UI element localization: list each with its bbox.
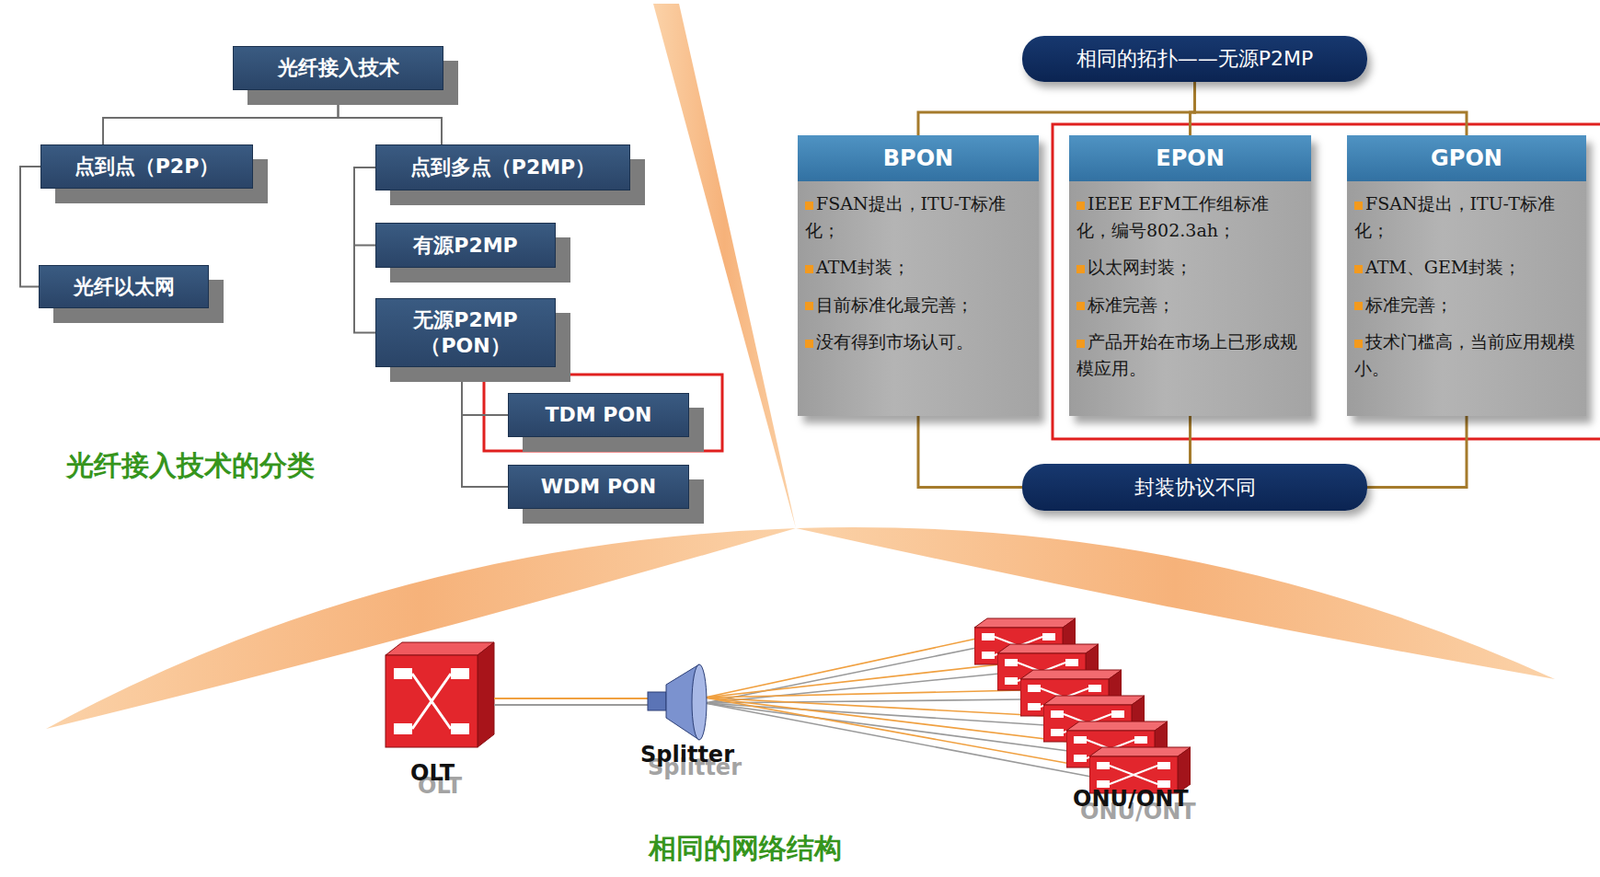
bullet-mark: [805, 301, 814, 311]
highlight-frames: [483, 124, 1600, 451]
category-box: 点到点（P2P）: [40, 144, 254, 189]
connector: [918, 81, 1196, 136]
onu-stack: [974, 618, 1191, 794]
bullet-item: 技术门槛高，当前应用规模小。: [1354, 328, 1577, 381]
bullet-text: 以太网封装；: [1087, 256, 1193, 277]
device-label: Splitter: [640, 741, 735, 768]
connector: [1195, 81, 1468, 136]
bullet-mark: [1354, 339, 1363, 348]
bullet-text: FSAN提出，ITU-T标准化；: [805, 193, 1006, 241]
connector: [338, 90, 443, 145]
category-box: 有源P2MP: [375, 222, 556, 268]
bullet-mark: [1076, 264, 1085, 274]
fiber-line: [704, 673, 1000, 703]
info-card: BPON FSAN提出，ITU-T标准化； ATM封装； 目前标准化最完善； 没有得到市…: [797, 135, 1039, 416]
bullet-mark: [1076, 201, 1085, 210]
category-box: WDM PON: [507, 464, 690, 509]
connector: [918, 415, 1023, 488]
connector: [1188, 415, 1192, 464]
card-title: EPON: [1155, 145, 1224, 172]
olt-icon: [385, 642, 495, 748]
bullet-text: ATM封装；: [816, 256, 910, 277]
bullet-item: IEEE EFM工作组标准化，编号802.3ah；: [1076, 190, 1302, 243]
connector: [461, 367, 508, 415]
bullet-item: FSAN提出，ITU-T标准化；: [1354, 190, 1577, 243]
card-body: FSAN提出，ITU-T标准化； ATM封装； 目前标准化最完善； 没有得到市场认可。: [797, 181, 1039, 378]
title-pill: 封装协议不同: [1022, 463, 1368, 511]
connector: [354, 167, 376, 334]
card-title: GPON: [1430, 145, 1503, 172]
bullet-text: 标准完善；: [1087, 294, 1175, 315]
bullet-item: 没有得到市场认可。: [805, 328, 1030, 356]
fiber-line: [704, 664, 1000, 698]
box-text: 无源P2MP （PON）: [396, 307, 535, 358]
device-label: OLT: [410, 759, 455, 786]
bullet-item: 标准完善；: [1076, 291, 1302, 319]
bullet-mark: [805, 201, 814, 210]
info-card: GPON FSAN提出，ITU-T标准化； ATM、GEM封装； 标准完善； 技术门槛高…: [1346, 135, 1587, 416]
bullet-mark: [1354, 201, 1363, 210]
splitter-icon: [647, 664, 707, 740]
bullet-item: 产品开始在市场上已形成规模应用。: [1076, 328, 1302, 381]
title-pill: 相同的拓扑——无源P2MP: [1022, 35, 1368, 82]
bullet-text: 产品开始在市场上已形成规模应用。: [1076, 331, 1298, 379]
bullet-text: FSAN提出，ITU-T标准化；: [1354, 193, 1555, 241]
category-box: 无源P2MP （PON）: [375, 298, 556, 368]
section-caption: 相同的网络结构: [648, 829, 842, 868]
box-text: TDM PON: [544, 402, 652, 428]
box-text: 光纤接入技术: [277, 55, 400, 81]
bullet-item: 以太网封装；: [1076, 253, 1302, 281]
connector: [20, 166, 41, 288]
connector: [103, 90, 339, 145]
bullet-mark: [1076, 339, 1085, 348]
bullet-text: 标准完善；: [1365, 294, 1453, 315]
bullet-mark: [1076, 301, 1085, 311]
connector: [354, 167, 376, 246]
fiber-line: [704, 702, 1069, 751]
section-caption: 光纤接入技术的分类: [66, 447, 315, 485]
box-text: 封装协议不同: [1134, 473, 1256, 502]
card-header: EPON: [1069, 135, 1312, 182]
connector: [1367, 415, 1467, 488]
category-box: 光纤接入技术: [232, 46, 444, 91]
bullet-mark: [805, 264, 814, 274]
fiber-line: [704, 690, 1023, 698]
box-text: WDM PON: [541, 473, 657, 500]
device-label: ONU/ONT: [1072, 785, 1189, 812]
card-body: IEEE EFM工作组标准化，编号802.3ah； 以太网封装； 标准完善； 产品开始…: [1069, 181, 1312, 403]
bullet-text: IEEE EFM工作组标准化，编号802.3ah；: [1076, 193, 1269, 241]
orange-blades: [46, 3, 1555, 729]
info-card: EPON IEEE EFM工作组标准化，编号802.3ah； 以太网封装； 标准完善；…: [1069, 135, 1312, 416]
bullet-item: ATM封装；: [805, 253, 1030, 281]
connector: [461, 367, 508, 487]
box-text: 有源P2MP: [413, 232, 518, 259]
card-header: GPON: [1346, 135, 1587, 182]
box-text: 光纤以太网: [73, 274, 175, 300]
bullet-mark: [1354, 264, 1363, 274]
bullet-mark: [805, 339, 814, 348]
bullet-item: 目前标准化最完善；: [805, 291, 1030, 319]
category-box: 光纤以太网: [38, 264, 209, 309]
bullet-text: ATM、GEM封装；: [1365, 256, 1521, 277]
bullet-text: 技术门槛高，当前应用规模小。: [1354, 331, 1576, 379]
box-text: 点到多点（P2MP）: [410, 154, 596, 181]
card-header: BPON: [797, 135, 1039, 182]
bullet-item: FSAN提出，ITU-T标准化；: [805, 190, 1030, 243]
bullet-item: 标准完善；: [1354, 291, 1577, 319]
box-text: 相同的拓扑——无源P2MP: [1076, 45, 1314, 73]
bullet-mark: [1354, 301, 1363, 311]
bullet-text: 目前标准化最完善；: [816, 294, 974, 315]
bullet-text: 没有得到市场认可。: [816, 331, 974, 352]
card-title: BPON: [883, 145, 954, 172]
bullet-item: ATM、GEM封装；: [1354, 253, 1577, 281]
fiber-line: [704, 638, 977, 698]
category-box: 点到多点（P2MP）: [375, 144, 631, 191]
box-text: 点到点（P2P）: [74, 153, 220, 180]
category-box: TDM PON: [507, 392, 690, 438]
fiber-line: [704, 697, 1069, 742]
card-body: FSAN提出，ITU-T标准化； ATM、GEM封装； 标准完善； 技术门槛高，当前应…: [1346, 181, 1587, 403]
olt-to-splitter: [494, 698, 656, 705]
